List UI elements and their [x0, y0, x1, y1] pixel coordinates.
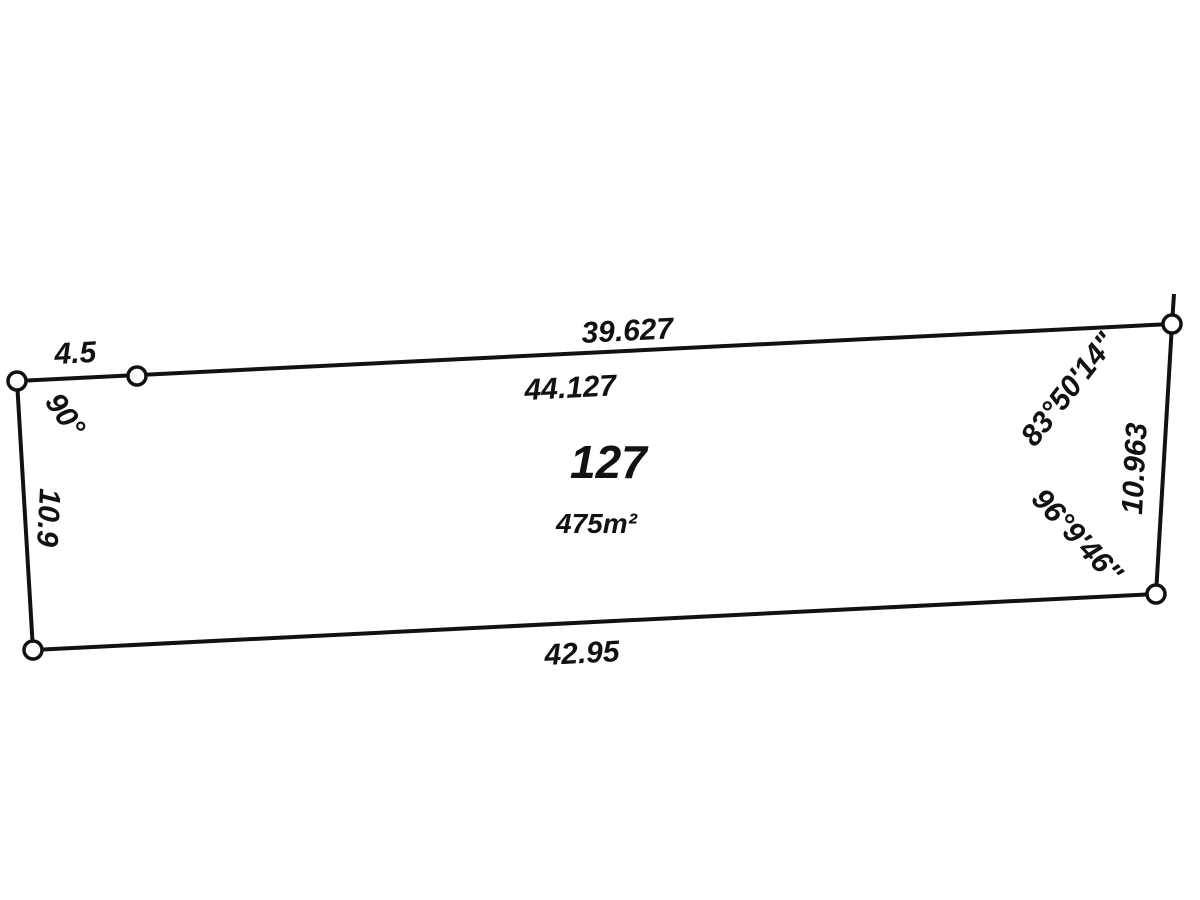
angle-top-right: 83°50'14" — [1015, 326, 1124, 452]
right-boundary-line — [1154, 323, 1174, 595]
dimension-top-outer: 39.627 — [581, 312, 676, 350]
peg-marker — [1145, 583, 1167, 605]
dimension-left: 10.9 — [30, 488, 66, 548]
dimension-right: 10.963 — [1116, 422, 1154, 516]
peg-marker — [22, 639, 44, 661]
survey-pegs — [6, 313, 1183, 661]
peg-marker — [1161, 313, 1183, 335]
dimension-bottom: 42.95 — [543, 635, 622, 672]
dimension-top-short: 4.5 — [53, 336, 99, 371]
angle-top-left: 90° — [38, 387, 92, 444]
peg-marker — [6, 370, 28, 392]
lot-boundary — [15, 293, 1176, 652]
top-boundary-line — [16, 322, 1173, 383]
lot-area: 475m² — [555, 508, 638, 539]
bottom-boundary-line — [32, 592, 1157, 652]
lot-number: 127 — [570, 436, 649, 488]
left-boundary-line — [15, 380, 35, 651]
peg-marker — [126, 365, 148, 387]
dimension-top-total: 44.127 — [523, 369, 619, 407]
angle-bottom-right: 96°9'46" — [1025, 482, 1129, 590]
